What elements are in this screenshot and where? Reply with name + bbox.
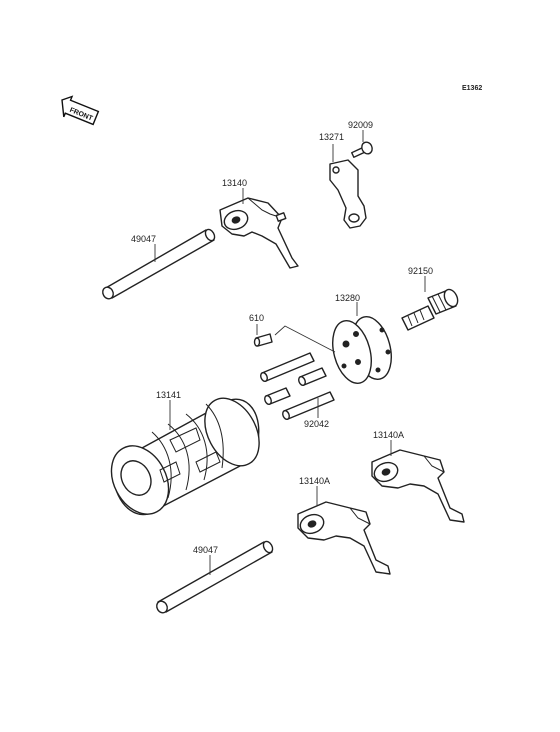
shift-rod-lower: [156, 540, 274, 614]
diagram-code: E1362: [462, 85, 482, 92]
label-bolt-large: 92150: [408, 266, 433, 276]
label-shift-rod-lower: 49047: [193, 545, 218, 555]
pins-group: [260, 352, 335, 421]
bolt-small: [351, 141, 373, 158]
shift-rod-upper: [102, 228, 216, 300]
shift-fork-right: [371, 449, 465, 523]
label-shift-cam: 13280: [335, 293, 360, 303]
shift-cam: [332, 316, 392, 384]
label-bolt-small: 92009: [348, 120, 373, 130]
label-shift-drum: 13141: [156, 390, 181, 400]
shift-fork-upper: [219, 197, 299, 269]
front-arrow-icon: FRONT: [61, 95, 100, 126]
label-shift-fork-upper: 13140: [222, 178, 247, 188]
bolt-large: [401, 288, 459, 331]
pin-single: [253, 333, 273, 347]
label-pins-group: 92042: [304, 419, 329, 429]
label-shift-rod-upper: 49047: [131, 234, 156, 244]
label-stopper-plate: 13271: [319, 132, 344, 142]
label-shift-fork-middle: 13140A: [299, 476, 330, 486]
shift-drum: [110, 397, 260, 516]
label-shift-fork-right: 13140A: [373, 430, 404, 440]
shift-fork-middle: [297, 501, 391, 575]
label-pin-single: 610: [249, 313, 264, 323]
stopper-plate: [329, 159, 367, 229]
